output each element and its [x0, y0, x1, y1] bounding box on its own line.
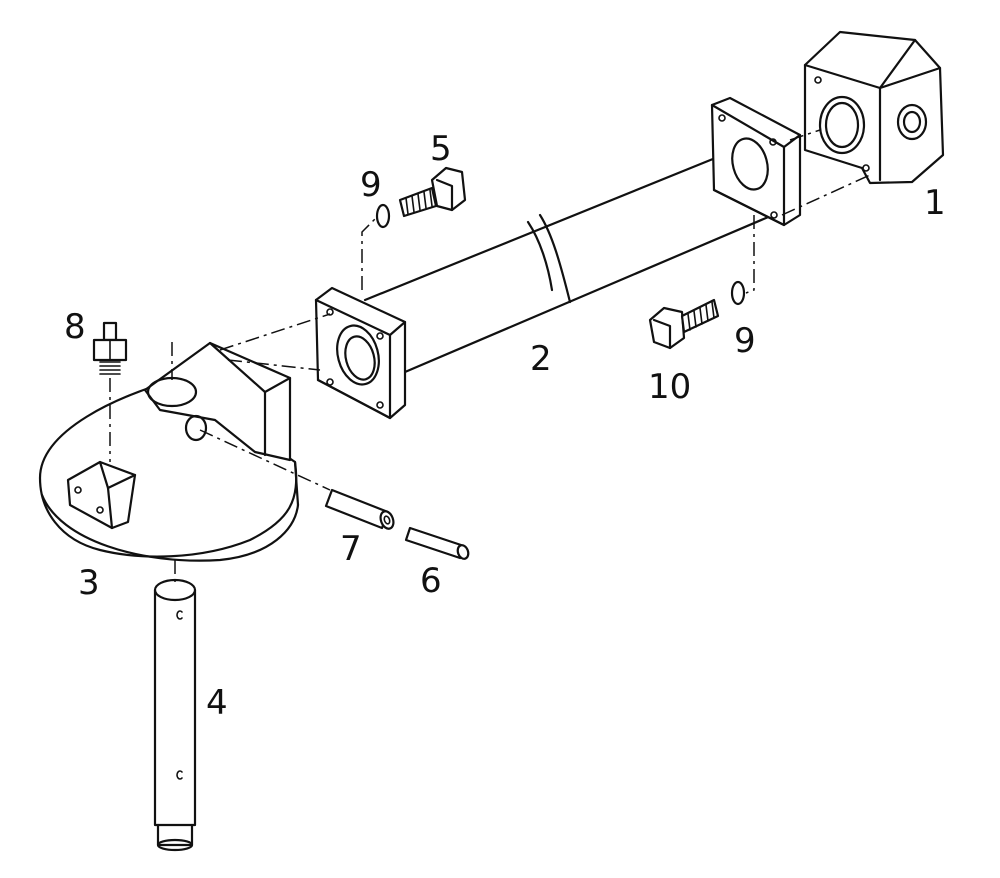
callout-8: 8: [64, 307, 86, 347]
part-9-washer-lower: [730, 280, 746, 306]
callout-9-lower: 9: [734, 321, 756, 361]
callout-5: 5: [430, 129, 452, 169]
callout-10: 10: [648, 367, 691, 407]
part-4-shaft: [153, 578, 197, 852]
part-2-tube: [314, 96, 802, 420]
part-10-bolt: [648, 298, 720, 350]
part-1-gearbox-housing: [803, 30, 945, 185]
part-9-washer-upper: [375, 203, 391, 229]
callout-7: 7: [340, 529, 362, 569]
callout-9-upper: 9: [360, 165, 382, 205]
part-3-base-plate: [38, 341, 300, 562]
callout-3: 3: [78, 563, 100, 603]
callout-2: 2: [530, 339, 552, 379]
part-6-pin: [404, 526, 470, 560]
part-8-grease-nipple: [92, 321, 128, 375]
callout-1: 1: [924, 183, 946, 223]
assembly-lines: [109, 129, 871, 585]
part-7-sleeve: [324, 488, 395, 530]
part-5-bolt: [398, 166, 467, 218]
callout-4: 4: [206, 683, 228, 723]
callout-6: 6: [420, 561, 442, 601]
